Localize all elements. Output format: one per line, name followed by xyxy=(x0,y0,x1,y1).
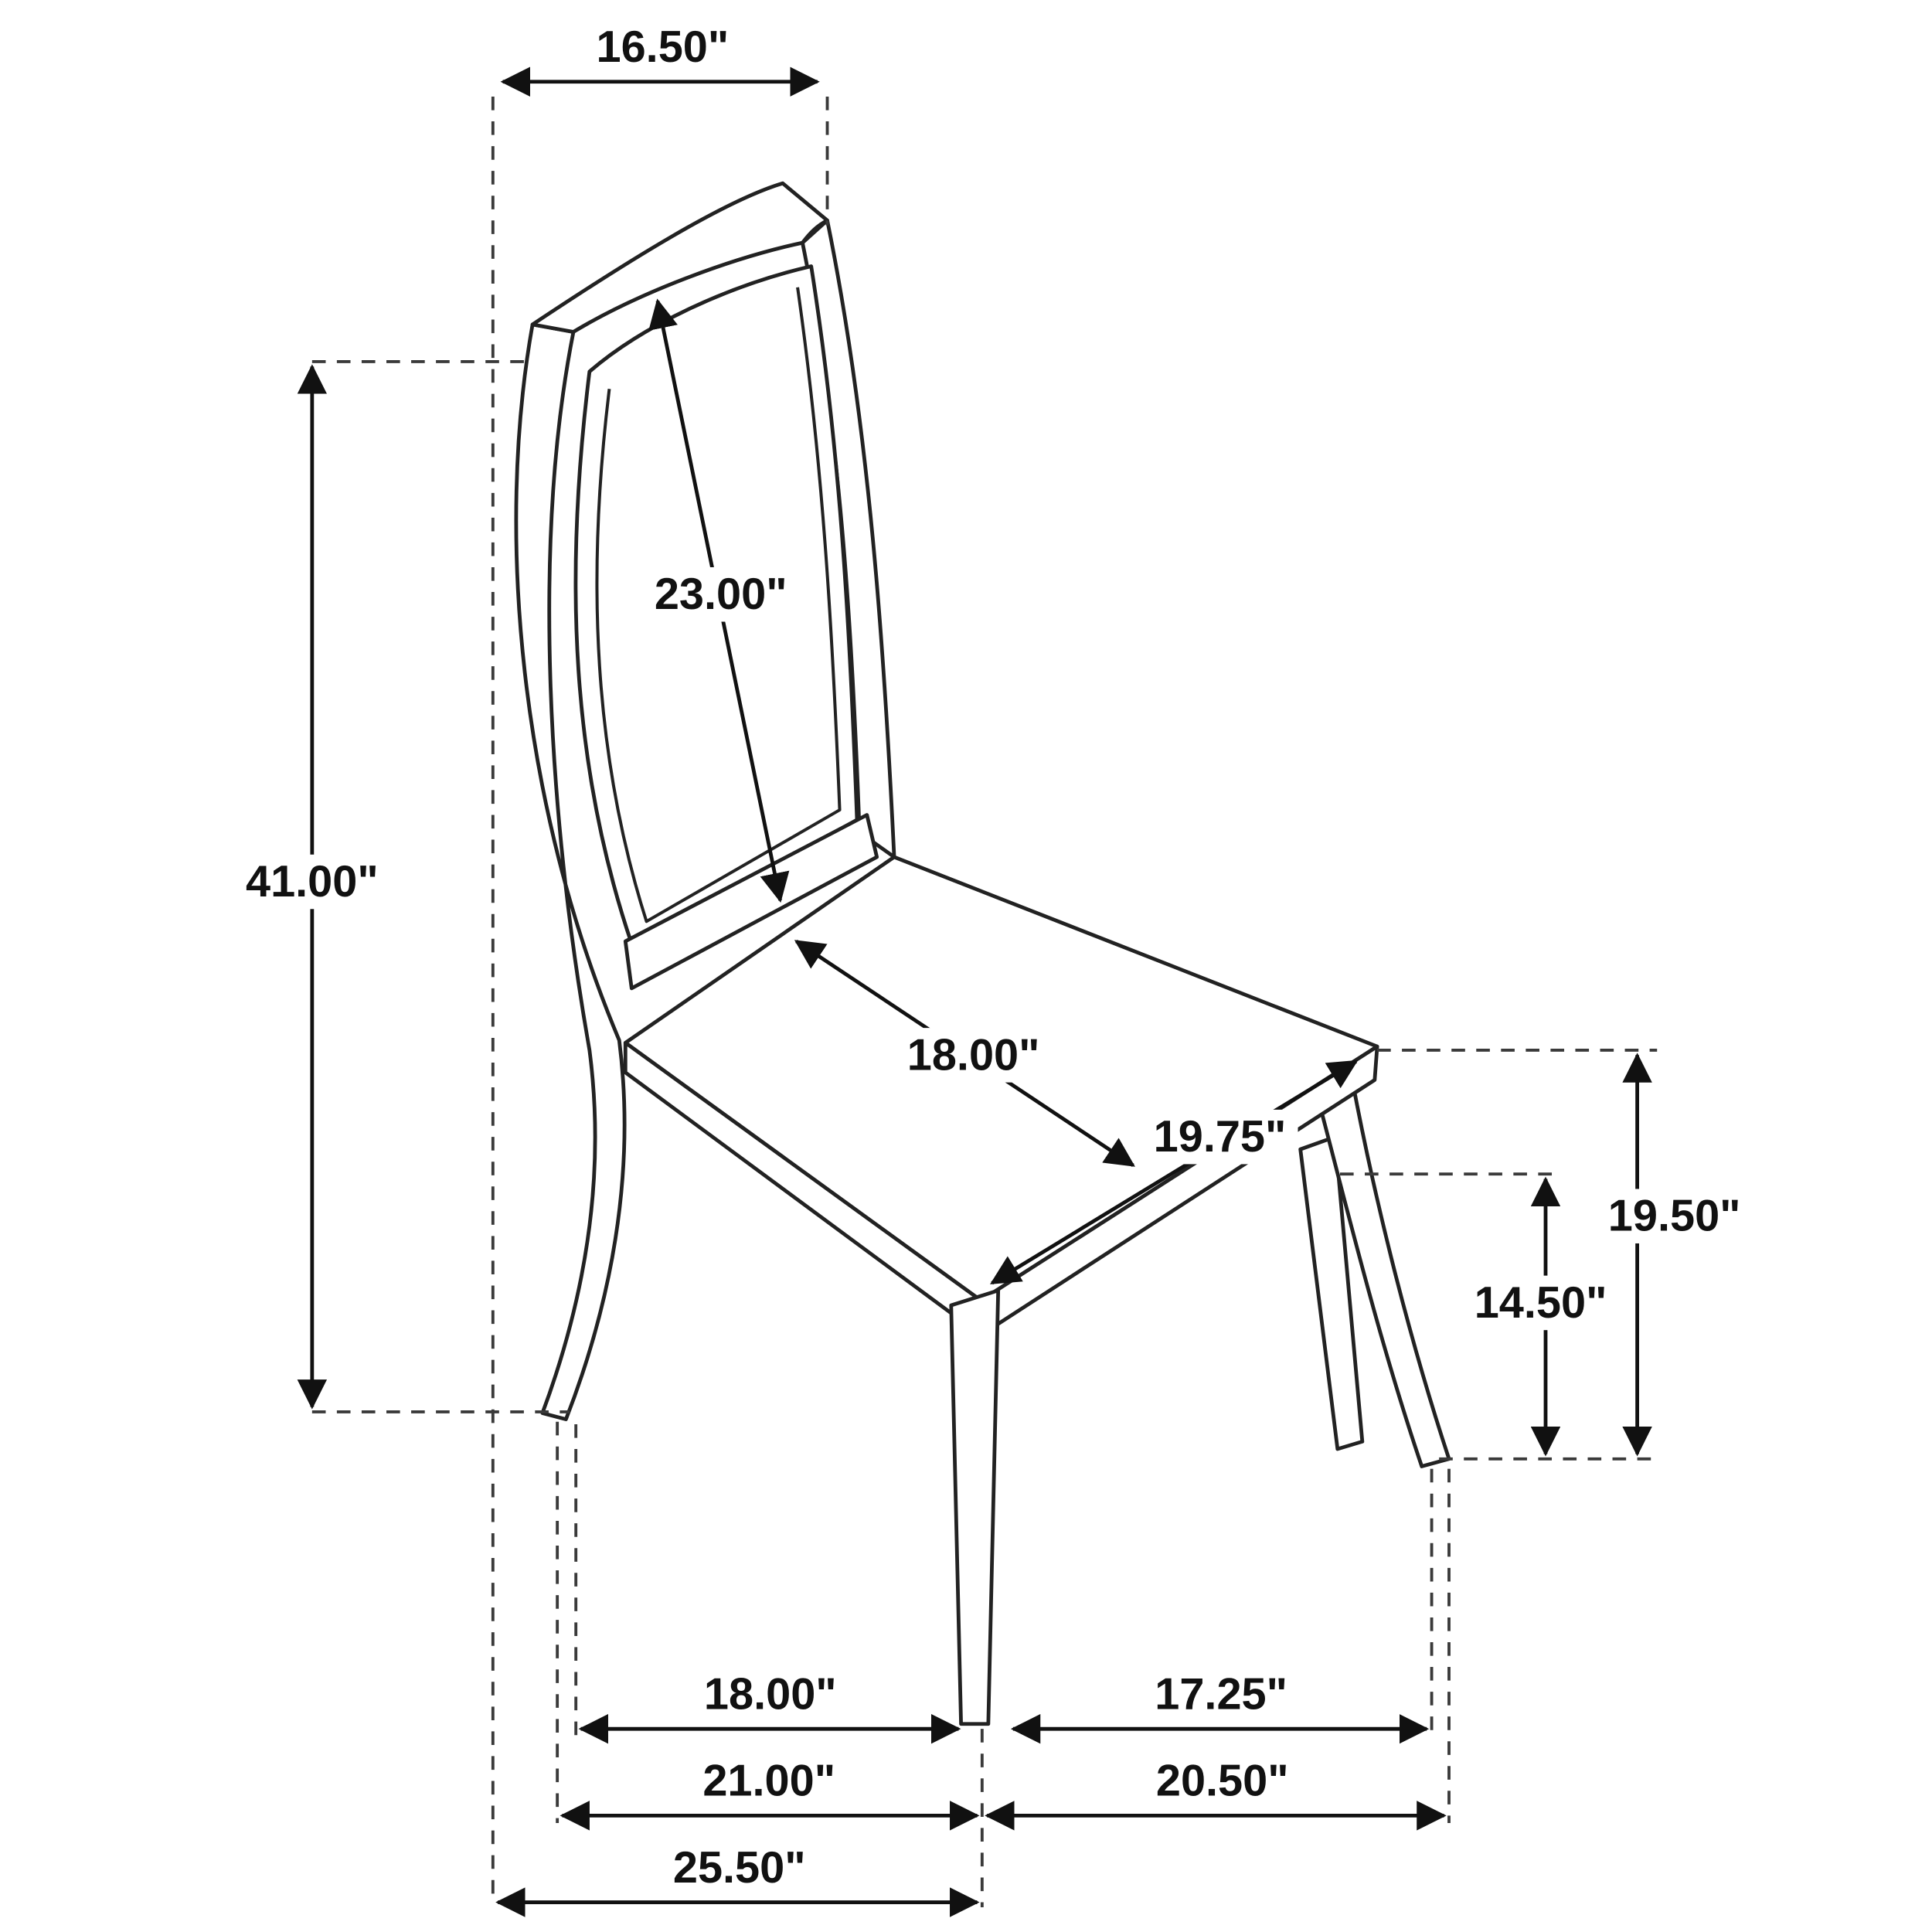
dim-label-background xyxy=(1462,1275,1619,1331)
dim-seat-height: 19.50" xyxy=(1596,1053,1753,1457)
dim-label: 18.00" xyxy=(907,1030,1040,1080)
dim-top-back-width: 16.50" xyxy=(500,22,820,97)
dim-label: 23.00" xyxy=(655,570,787,619)
chair-front-leg xyxy=(949,1288,1001,1726)
dim-label: 41.00" xyxy=(246,857,379,906)
dim-leg-span-front-inner: 18.00" xyxy=(578,1670,961,1744)
chair-top-rail xyxy=(530,181,829,334)
dim-seat-front-width: 19.75" xyxy=(990,1060,1359,1285)
chair-drawing xyxy=(514,181,1451,1726)
dim-leg-span-side-inner: 17.25" xyxy=(1010,1670,1430,1744)
dim-label: 18.00" xyxy=(704,1670,837,1719)
dim-overall-height: 41.00" xyxy=(233,364,390,1410)
dim-label: 19.50" xyxy=(1608,1192,1741,1241)
dim-label: 21.00" xyxy=(702,1757,835,1806)
dim-label: 17.25" xyxy=(1155,1670,1287,1719)
dim-overall-depth: 25.50" xyxy=(495,1843,980,1917)
dim-label: 14.50" xyxy=(1475,1278,1607,1328)
dim-label: 16.50" xyxy=(597,22,730,72)
dim-label-background xyxy=(1141,1109,1298,1165)
dim-label-background xyxy=(642,566,799,622)
dim-back-height: 23.00" xyxy=(642,298,799,903)
extension-lines xyxy=(311,97,1658,1907)
dim-label-background xyxy=(233,854,390,910)
chair-back-left-stile-and-rear-left-leg xyxy=(514,322,627,1421)
dim-leg-span-front-outer: 21.00" xyxy=(560,1757,980,1831)
dim-label: 20.50" xyxy=(1156,1757,1289,1806)
dim-label: 25.50" xyxy=(673,1843,806,1893)
dim-line xyxy=(990,1060,1359,1285)
dim-leg-span-side-outer: 20.50" xyxy=(985,1757,1447,1831)
dim-label: 19.75" xyxy=(1154,1112,1287,1162)
dim-apron-to-floor: 14.50" xyxy=(1462,1176,1619,1457)
dim-label-background xyxy=(1596,1189,1753,1243)
